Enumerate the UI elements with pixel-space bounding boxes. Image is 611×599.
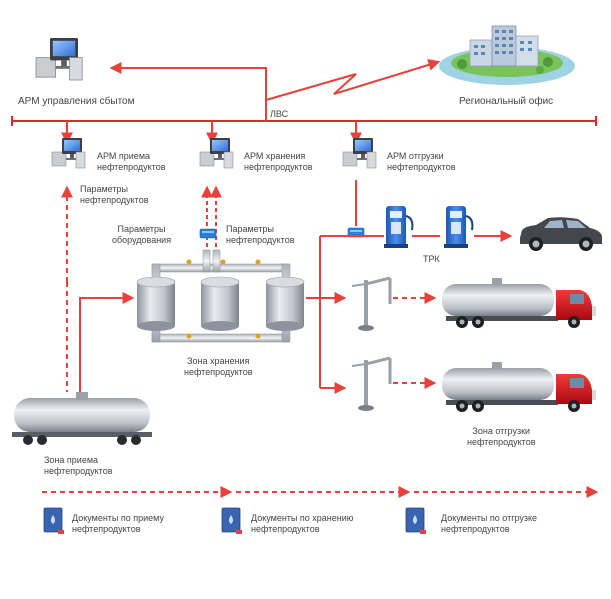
arm-receive-computer-icon — [51, 137, 86, 169]
arm-ship-label: АРМ отгрузки нефтепродуктов — [387, 151, 456, 172]
loading-arm-icon — [351, 356, 392, 411]
fuel-dispenser-icon — [384, 206, 414, 248]
document-icon — [405, 507, 426, 534]
loading-arm-icon — [351, 276, 392, 331]
lan-label: ЛВС — [270, 109, 289, 119]
arm-sales-computer-icon — [35, 37, 83, 81]
trk-label: ТРК — [423, 254, 440, 264]
regional-office-label: Региональный офис — [459, 96, 554, 107]
fuel-dispenser-icon — [444, 206, 474, 248]
arm-sales-label: АРМ управления сбытом — [18, 96, 135, 107]
arm-storage-computer-icon — [199, 137, 234, 169]
lan-to-sales-link — [109, 62, 267, 121]
receive-params-label: Параметры нефтепродуктов — [80, 184, 149, 205]
tank-truck-icon — [442, 278, 596, 328]
documents-storage-label: Документы по хранению нефтепродуктов — [251, 513, 354, 534]
equipment-params-label: Параметры оборудования — [112, 224, 172, 245]
storage-params-label: Параметры нефтепродуктов — [226, 224, 295, 245]
arm-receive-label: АРМ приема нефтепродуктов — [97, 151, 166, 172]
storage-tank-icon — [200, 276, 240, 331]
office-building-icon — [439, 25, 575, 85]
rail-tank-car-icon — [12, 392, 152, 445]
documents-ship-label: Документы по отгрузке нефтепродуктов — [441, 513, 538, 534]
database-icon — [199, 228, 217, 239]
receive-zone-label: Зона приема нефтепродуктов — [44, 455, 113, 476]
storage-tank-icon — [265, 276, 305, 331]
arm-ship-computer-icon — [342, 137, 377, 169]
arm-storage-label: АРМ хранения нефтепродуктов — [244, 151, 313, 172]
storage-tank-icon — [136, 276, 176, 331]
tank-truck-icon — [442, 362, 596, 412]
documents-receive-label: Документы по приему нефтепродуктов — [72, 513, 164, 534]
lan-to-office-link — [265, 59, 441, 101]
document-icon — [43, 507, 64, 534]
storage-zone-label: Зона хранения нефтепродуктов — [184, 356, 253, 377]
ship-zone-label: Зона отгрузки нефтепродуктов — [467, 426, 536, 447]
document-icon — [221, 507, 242, 534]
car-icon — [520, 217, 602, 251]
